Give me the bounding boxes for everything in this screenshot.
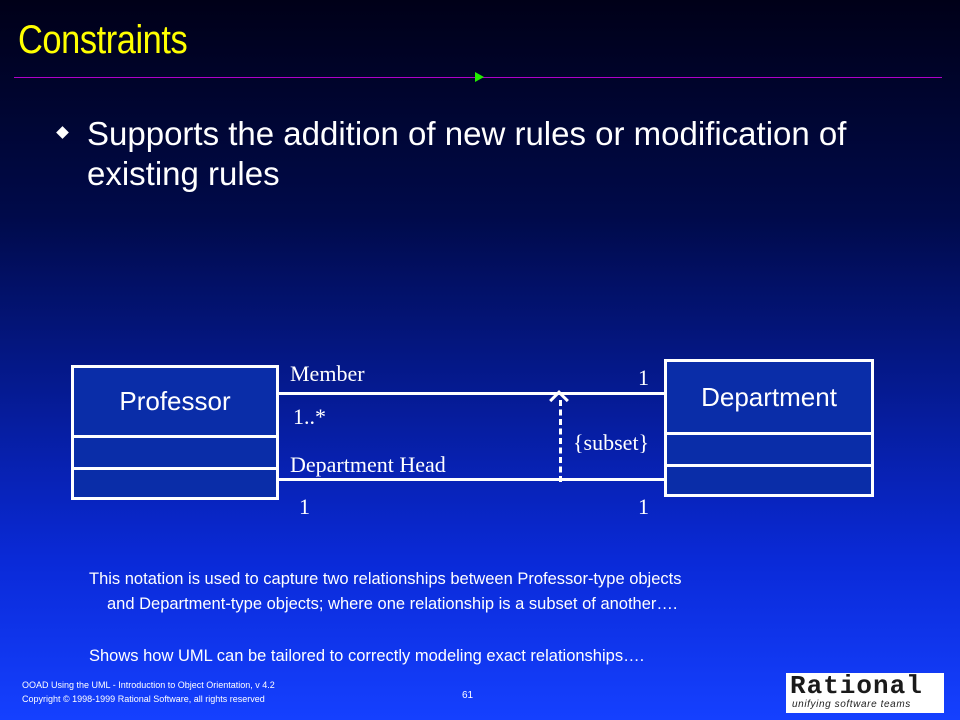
bullet-text: Supports the addition of new rules or mo… [87, 115, 847, 192]
logo-wordmark: Rational [790, 671, 923, 701]
member-role-label: Member [290, 361, 365, 386]
subset-dependency-line [559, 400, 562, 482]
head-near-multiplicity: 1 [299, 494, 310, 519]
head-far-multiplicity: 1 [638, 494, 649, 519]
operation-compartment [74, 470, 276, 497]
footer-course: OOAD Using the UML - Introduction to Obj… [22, 680, 275, 690]
operation-compartment [667, 467, 871, 494]
note-line-3: Shows how UML can be tailored to correct… [89, 647, 645, 665]
class-name: Department [701, 381, 837, 412]
divider-arrow-icon [475, 72, 484, 82]
head-association-line [279, 478, 664, 481]
class-name-compartment: Professor [74, 368, 276, 435]
attribute-compartment [667, 435, 871, 464]
member-association-line [279, 392, 664, 395]
member-far-multiplicity: 1 [638, 365, 649, 390]
note-line-2: and Department-type objects; where one r… [107, 595, 678, 613]
professor-class: Professor [71, 365, 279, 500]
footer-copyright: Copyright © 1998-1999 Rational Software,… [22, 694, 265, 704]
class-name: Professor [119, 386, 231, 416]
attribute-compartment [74, 438, 276, 467]
page-number: 61 [462, 690, 474, 701]
department-class: Department [664, 359, 874, 497]
rational-logo: Rational unifying software teams [786, 671, 944, 713]
subset-constraint-label: {subset} [573, 430, 650, 455]
class-name-compartment: Department [667, 362, 871, 432]
slide-title: Constraints [18, 18, 188, 62]
head-role-label: Department Head [290, 452, 446, 477]
member-near-multiplicity: 1..* [293, 404, 326, 429]
diamond-bullet-icon [56, 126, 69, 139]
note-line-1: This notation is used to capture two rel… [89, 570, 682, 588]
footer-credits: OOAD Using the UML - Introduction to Obj… [22, 678, 275, 706]
logo-tagline: unifying software teams [792, 699, 911, 710]
